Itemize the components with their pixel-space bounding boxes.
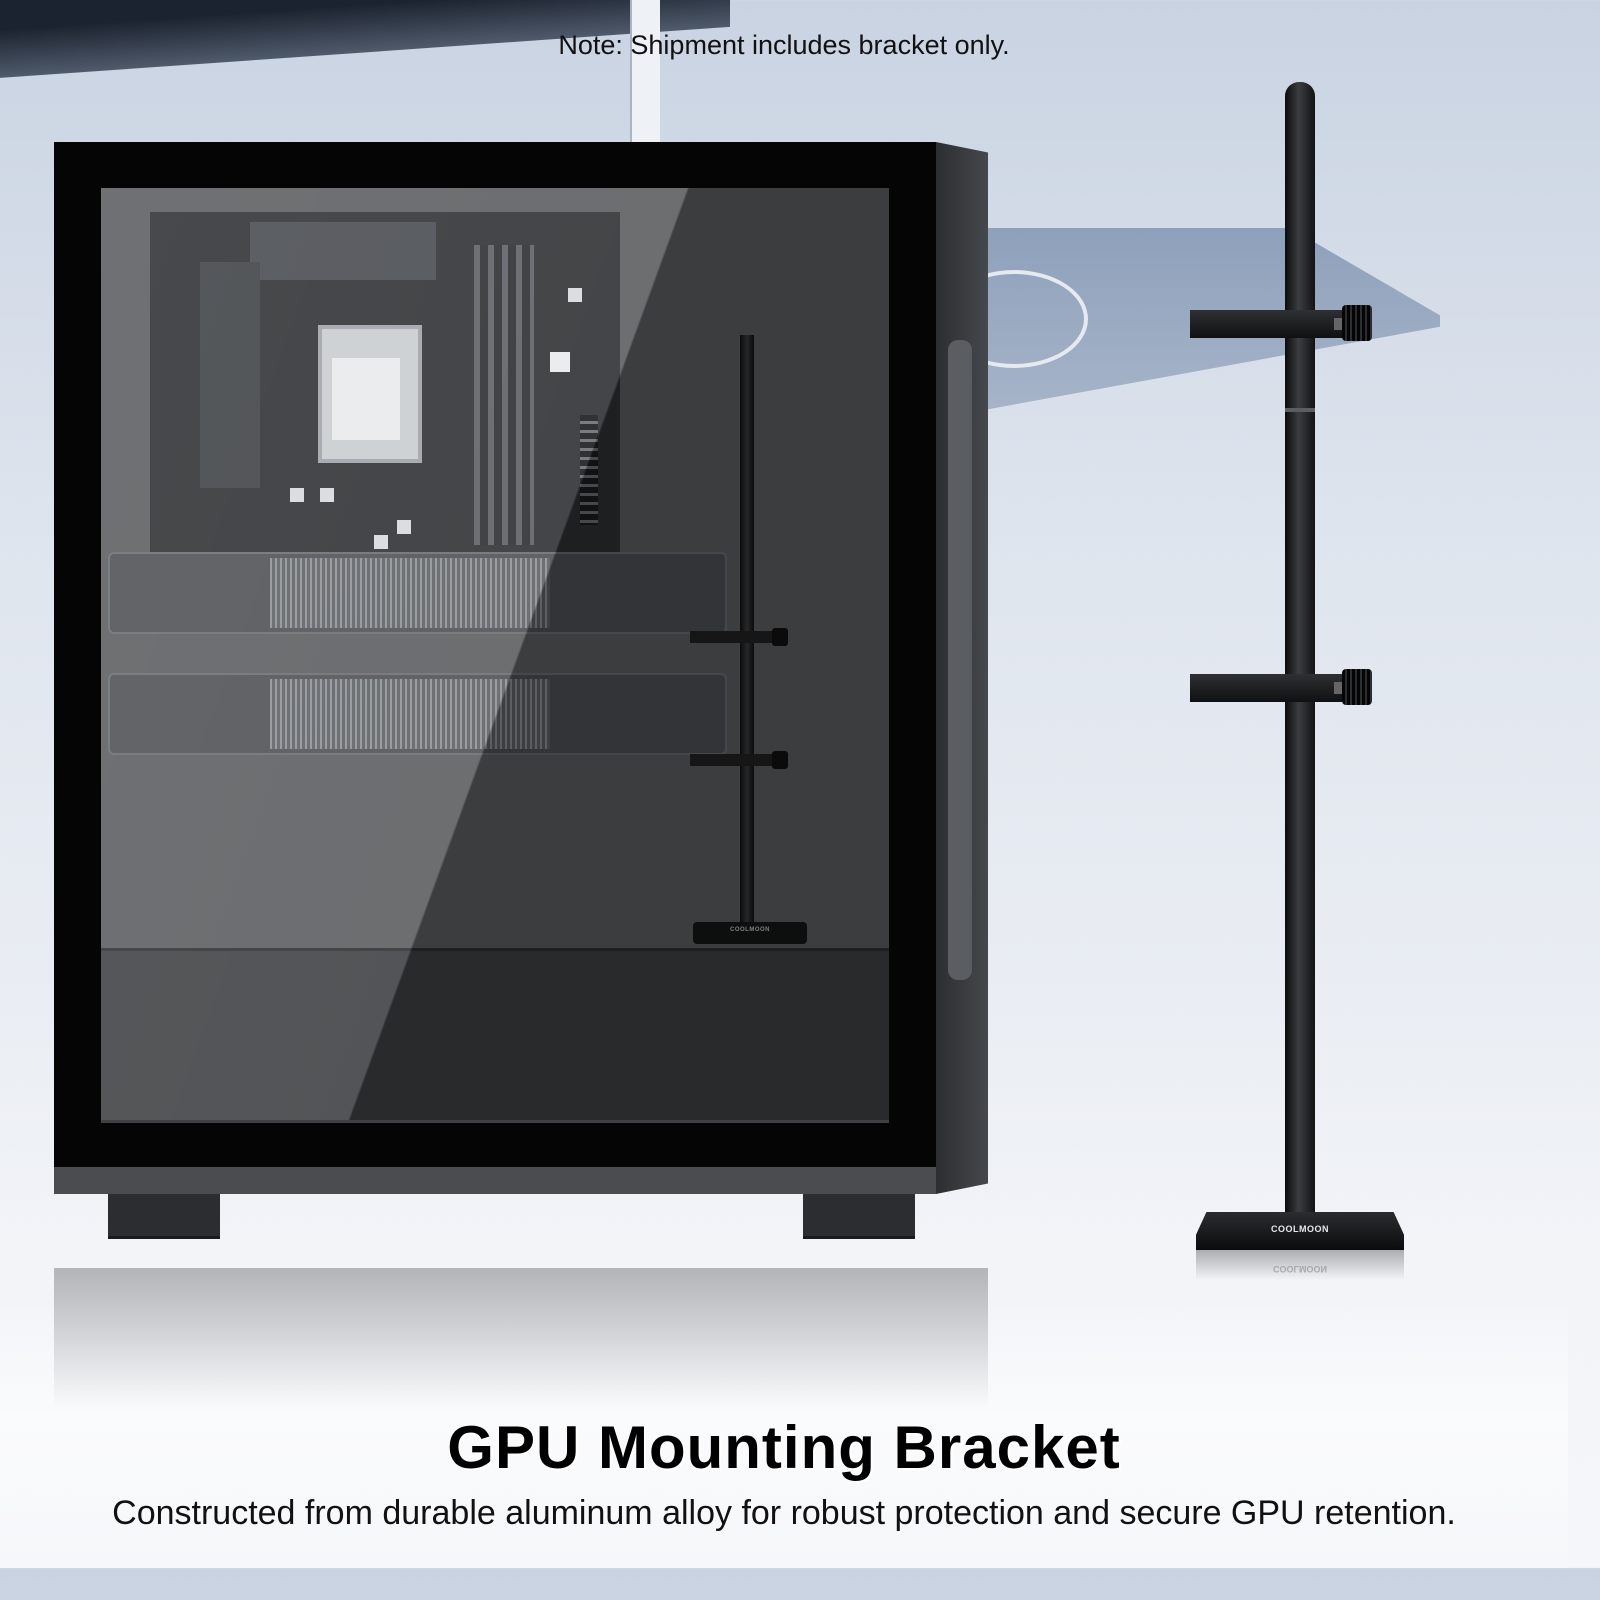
component-chip (568, 288, 582, 302)
product-title: GPU Mounting Bracket (447, 1414, 1121, 1481)
installed-bracket-rod (740, 335, 754, 925)
bracket-arm-upper (1190, 310, 1342, 338)
case-foot-left (108, 1194, 220, 1239)
table-surface (0, 1300, 1568, 1568)
atx-power-connector (580, 415, 598, 525)
bracket-base-reflection: COOLMOON (1196, 1250, 1404, 1280)
case-table-reflection (54, 1268, 988, 1408)
background-pillar (630, 0, 660, 150)
component-chip (397, 520, 411, 534)
installed-bracket-base: COOLMOON (693, 922, 807, 944)
installed-bracket-knob-lower (772, 751, 788, 769)
cpu-chip (332, 358, 400, 440)
component-chip (290, 488, 304, 502)
brand-logo-reflection: COOLMOON (1273, 1264, 1327, 1274)
ram-slots (474, 245, 534, 545)
case-side-vent (948, 340, 972, 980)
bracket-rod (1285, 82, 1315, 1227)
case-base-strip (54, 1167, 936, 1194)
brand-logo: COOLMOON (1271, 1224, 1329, 1234)
psu-shroud (101, 948, 889, 1123)
bracket-knob-lower (1342, 669, 1372, 705)
installed-bracket-arm-upper (690, 631, 772, 643)
installed-bracket-arm-lower (690, 754, 772, 766)
installed-bracket-knob-upper (772, 628, 788, 646)
bracket-arm-bolt-upper (1334, 318, 1342, 330)
vrm-heatsink-left (200, 262, 260, 488)
case-foot-right (803, 1194, 915, 1239)
component-chip (374, 535, 388, 549)
graphics-card-upper (108, 552, 727, 634)
tempered-glass-reflection (101, 188, 889, 1120)
bracket-knob-upper (1342, 305, 1372, 341)
vrm-heatsink-top (250, 222, 436, 280)
product-subtitle: Constructed from durable aluminum alloy … (112, 1494, 1456, 1532)
graphics-card-lower (108, 673, 727, 755)
bracket-base: COOLMOON (1196, 1212, 1404, 1250)
shipment-note: Note: Shipment includes bracket only. (558, 30, 1010, 60)
installed-bracket-logo: COOLMOON (693, 927, 807, 933)
bracket-rod-joint (1285, 408, 1315, 412)
bracket-arm-bolt-lower (1334, 682, 1342, 694)
component-chip (320, 488, 334, 502)
chipset (550, 352, 570, 372)
bracket-arm-lower (1190, 674, 1342, 702)
